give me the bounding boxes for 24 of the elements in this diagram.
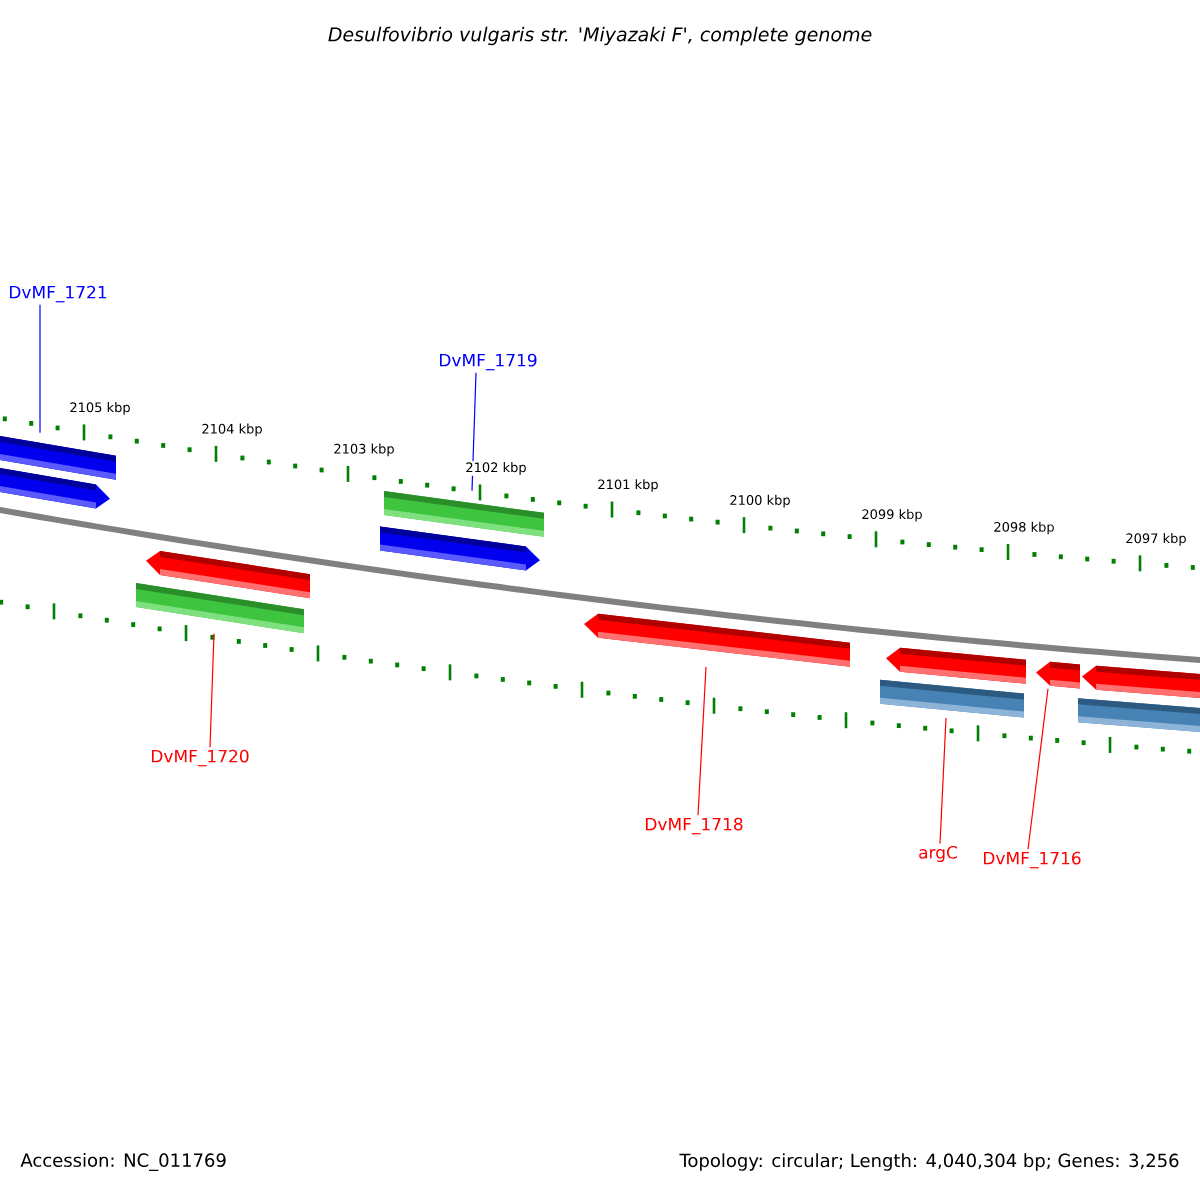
gene-feature <box>380 526 540 571</box>
gene-label: DvMF_1720 <box>152 749 249 767</box>
leader-line <box>209 633 215 748</box>
leader-line <box>939 717 947 845</box>
gene-feature <box>0 465 110 509</box>
gene-label: DvMF_1721 <box>10 285 107 303</box>
leader-line <box>1027 688 1049 850</box>
gene-label: DvMF_1716 <box>984 851 1081 869</box>
leader-line <box>471 372 477 492</box>
leader-line <box>697 666 707 816</box>
title: Desulfovibrio vulgaris str. 'Miyazaki F', complete genome <box>328 26 872 46</box>
leader-line <box>39 304 41 434</box>
gene-feature <box>384 491 544 537</box>
gene-label: DvMF_1718 <box>646 817 743 835</box>
genome-info: Topology: circular; Length: 4,040,304 bp; Genes: 3,256 <box>679 1153 1179 1171</box>
gene-feature <box>880 679 1024 718</box>
gene-label: DvMF_1719 <box>440 353 537 371</box>
gene-feature <box>1078 698 1200 734</box>
gene-feature <box>584 613 850 667</box>
gene-label: argC <box>919 845 957 863</box>
gene-feature <box>1036 661 1080 689</box>
accession-text: Accession: NC_011769 <box>20 1153 226 1171</box>
gene-feature <box>886 647 1026 684</box>
gene-feature <box>136 583 304 634</box>
